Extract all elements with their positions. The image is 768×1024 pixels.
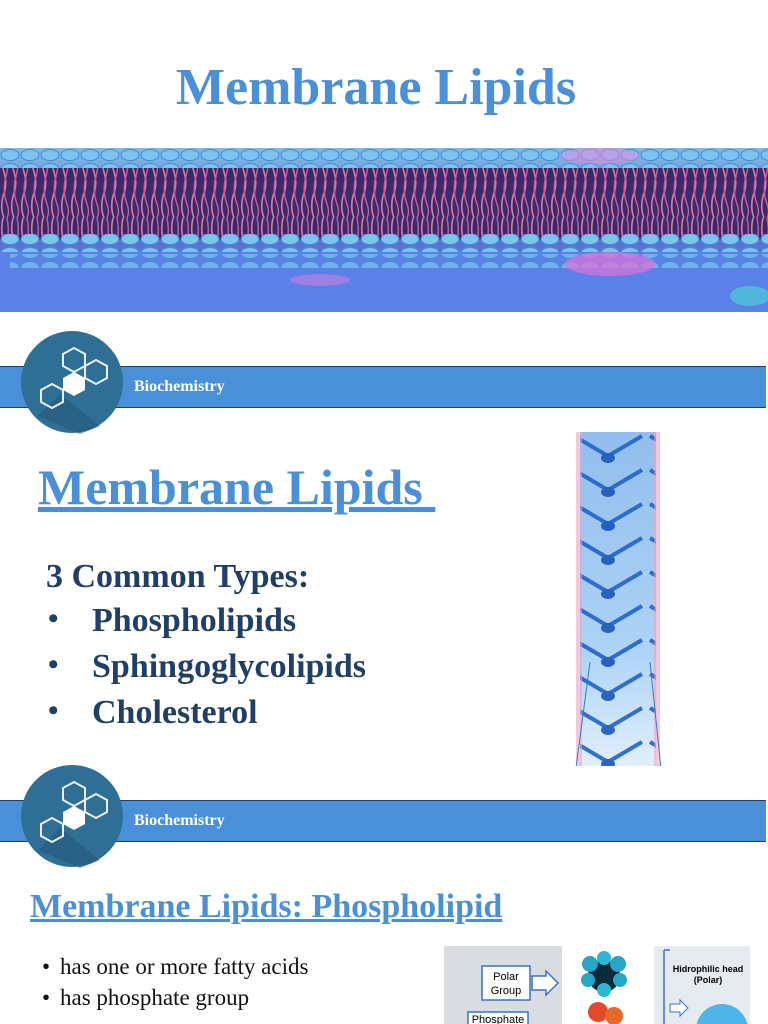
molecule-model-icon [581, 951, 627, 1024]
slide-common-types: Biochemistry Membrane Lipids 3 Common Ty… [0, 330, 768, 766]
phospholipid-diagram: Polar Group Phosphate Hidrophilic head (… [444, 946, 750, 1024]
hydrophilic-head-label: Hidrophilic head [673, 964, 744, 974]
slide1-title: Membrane Lipids [175, 59, 577, 116]
slide-phospholipid: Biochemistry Membrane Lipids: Phospholip… [0, 764, 768, 1024]
polar-group-label: Polar [493, 971, 519, 983]
list-item: •Cholesterol [48, 694, 258, 731]
lipid-bilayer-image [0, 148, 768, 312]
hexagon-molecule-icon [21, 331, 123, 434]
section-banner: Biochemistry [0, 366, 766, 408]
slide-title: Membrane Lipids [0, 0, 768, 312]
svg-text:Group: Group [491, 985, 522, 997]
list-item: •has phosphate group [42, 985, 250, 1010]
list-item: •has one or more fatty acids [42, 954, 309, 979]
section-banner: Biochemistry [0, 800, 766, 842]
slide3-title: Membrane Lipids: Phospholipid [30, 888, 503, 925]
types-heading: 3 Common Types: [46, 558, 310, 595]
banner-label: Biochemistry [134, 378, 225, 395]
phospholipid-bullets: •has one or more fatty acids •has phosph… [42, 954, 308, 1016]
list-item: •Sphingoglycolipids [48, 648, 367, 685]
banner-label: Biochemistry [134, 812, 225, 829]
svg-text:(Polar): (Polar) [694, 975, 723, 985]
types-list: •Phospholipids •Sphingoglycolipids •Chol… [46, 602, 366, 740]
phosphate-label: Phosphate [472, 1014, 525, 1024]
slide2-title: Membrane Lipids [38, 459, 436, 515]
list-item: •Phospholipids [48, 602, 297, 639]
membrane-column-image [575, 432, 662, 766]
hexagon-molecule-icon [21, 765, 123, 868]
